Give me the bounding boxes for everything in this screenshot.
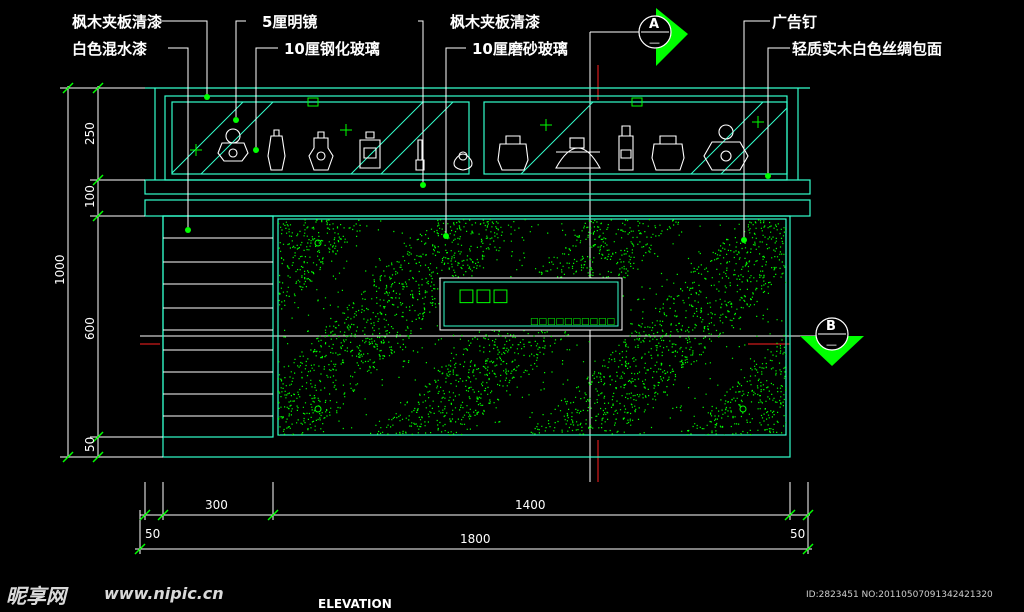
vertical-dimension-lines (60, 86, 163, 458)
red-ticks (140, 65, 790, 482)
section-dash-b: — (826, 338, 837, 351)
watermark-brand: 昵享网 (6, 584, 66, 608)
label-tempered-glass: 10厘钢化玻璃 (284, 40, 380, 58)
sign-glyphs: □□□ (458, 285, 509, 306)
section-lines (140, 31, 830, 482)
watermark-url: www.nipic.cn (104, 584, 224, 603)
ad-nail-marker (314, 239, 322, 247)
center-sign: □□□ □□□□□□□□□□ (439, 277, 623, 331)
glass-hatch-left (172, 102, 454, 174)
dim-total-height: 1000 (53, 254, 67, 285)
ad-nail-marker (314, 405, 322, 413)
label-ad-nail: 广告钉 (772, 13, 818, 31)
horizontal-dimension-ticks (134, 509, 814, 555)
section-marker-b: B — (800, 317, 864, 366)
drawer-stack (163, 237, 273, 417)
dim-center-width: 1400 (515, 498, 546, 512)
section-letter-b: B (826, 319, 836, 334)
drawing-title: ELEVATION (318, 597, 392, 611)
dim-outer-left: 50 (145, 527, 160, 541)
label-frosted-glass: 10厘磨砂玻璃 (472, 40, 568, 58)
vertical-dimension-ticks (62, 82, 104, 463)
display-cabinet (144, 87, 811, 458)
leader-dots (185, 94, 771, 243)
perfume-bottles (217, 124, 749, 171)
dim-total-width: 1800 (460, 532, 491, 546)
sign-code: □□□□□□□□□□ (530, 317, 615, 327)
dim-top-height: 250 (83, 122, 97, 145)
downlight-fixtures (190, 97, 764, 156)
horizontal-dimension-lines (135, 482, 812, 554)
label-maple-plywood-mid: 枫木夹板清漆 (450, 13, 541, 31)
dim-middle-height: 600 (83, 317, 97, 340)
label-silk-wood: 轻质实木白色丝绸包面 (792, 40, 943, 58)
label-mirror: 5厘明镜 (262, 13, 318, 31)
dim-outer-right: 50 (790, 527, 805, 541)
glass-hatch-right (520, 102, 787, 174)
dim-left-width: 300 (205, 498, 228, 512)
section-dash-a: — (649, 36, 660, 49)
label-maple-plywood-left: 枫木夹板清漆 (72, 13, 163, 31)
dim-middle-small-height: 100 (83, 185, 97, 208)
speckled-panel (278, 219, 786, 435)
annotation-leaders (160, 20, 790, 240)
watermark-id: ID:2823451 NO:20110507091342421320 (806, 590, 993, 600)
ad-nail-marker (739, 405, 747, 413)
section-marker-a: A — (638, 8, 688, 66)
dim-bottom-height: 50 (83, 437, 97, 452)
section-letter-a: A (649, 17, 659, 32)
label-white-paint: 白色混水漆 (72, 40, 148, 58)
